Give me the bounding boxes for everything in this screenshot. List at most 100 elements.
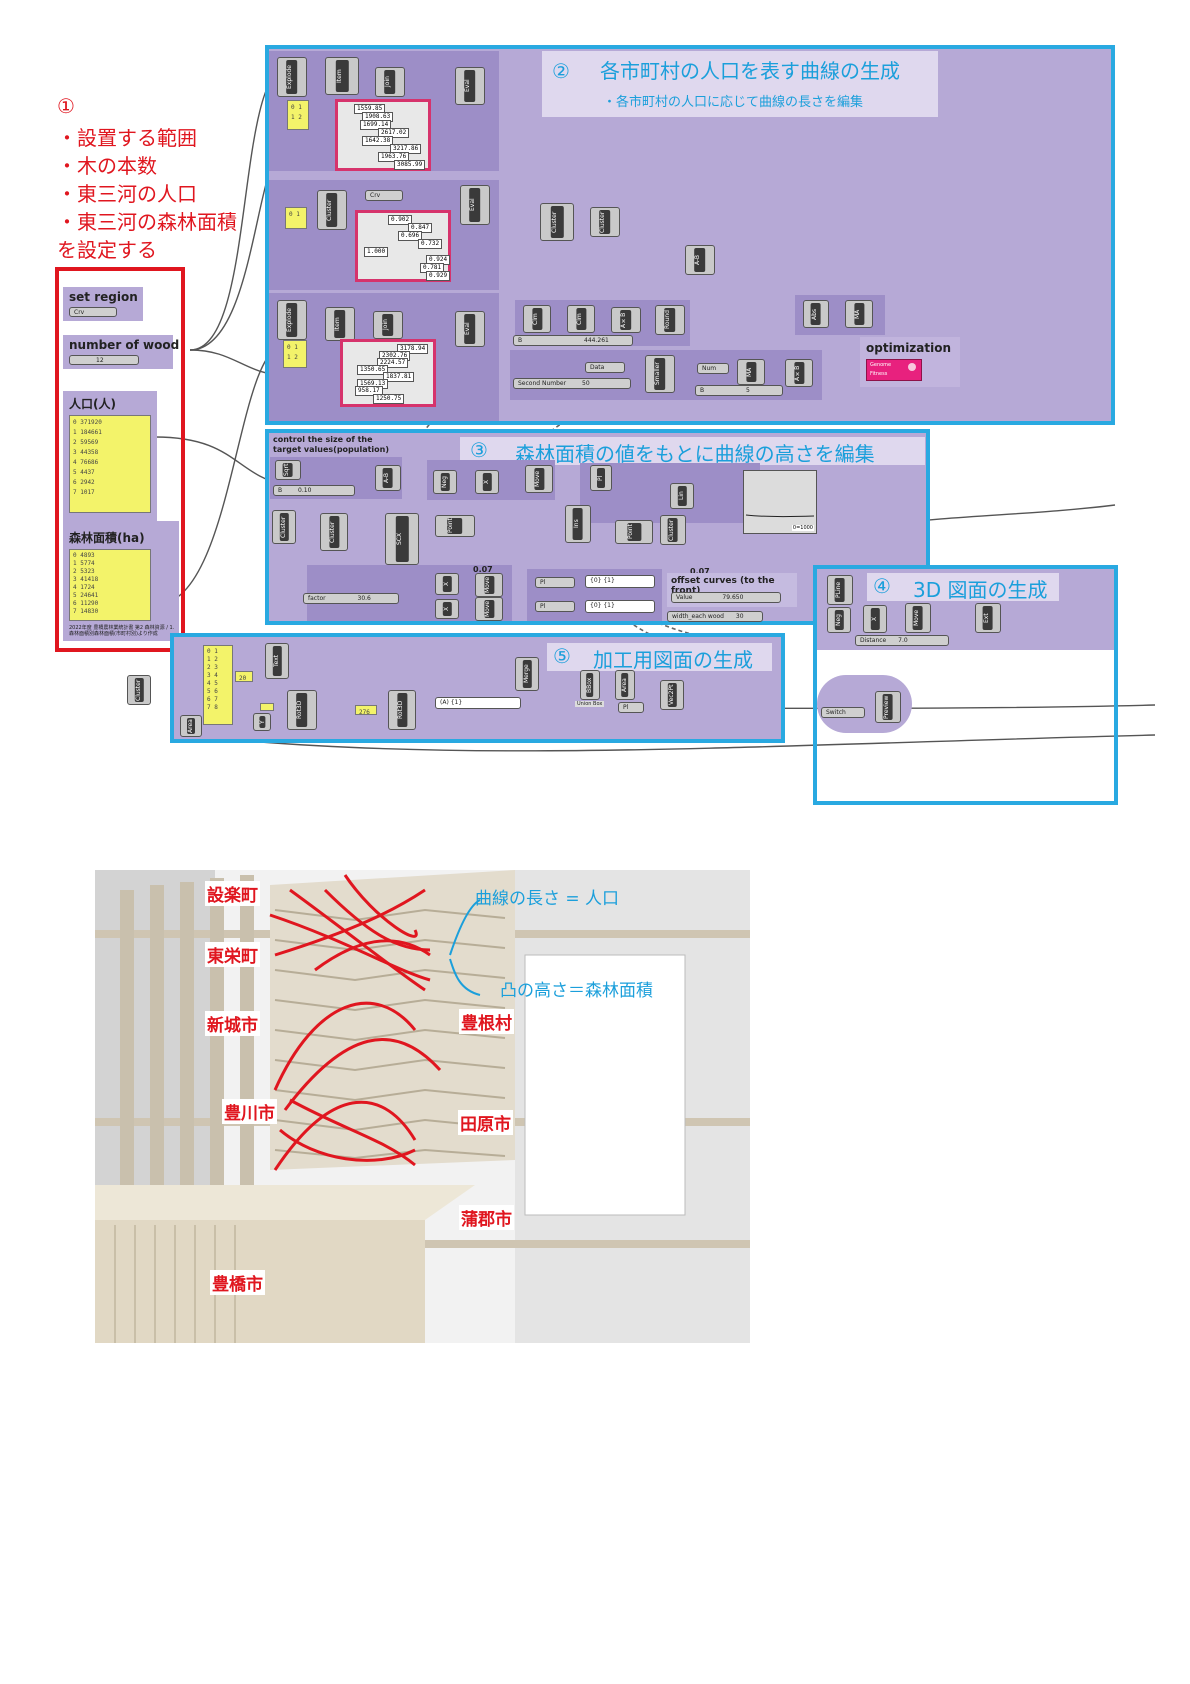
move-component[interactable]: Move [475, 597, 503, 621]
explode-component[interactable]: Explode [277, 57, 307, 97]
move-component[interactable]: Move [905, 603, 931, 633]
factor-slider[interactable]: factor 30.6 [303, 593, 399, 604]
subtract-component[interactable]: A-B [685, 245, 715, 275]
join-component[interactable]: Join [375, 67, 405, 97]
item-component[interactable]: Item [325, 307, 355, 341]
population-label: 人口(人) [69, 397, 116, 411]
factor-list-panel[interactable]: 0.902 0.847 0.696 0.732 1.000 0.924 0.78… [355, 210, 451, 282]
preview-component[interactable]: Preview [875, 691, 901, 723]
offset-value-slider[interactable]: Value 79.650 [671, 592, 781, 603]
multiply-component[interactable]: A×B [611, 307, 641, 333]
forest-value: 6 11290 [73, 600, 99, 607]
point-component[interactable]: Point [615, 520, 653, 544]
scx-component[interactable]: SCX [385, 513, 419, 565]
length-list-panel[interactable]: 1559.85 1908.63 1699.14 2617.02 1642.38 … [335, 99, 431, 171]
y-component[interactable]: Y [253, 713, 271, 731]
plane-component[interactable]: Pl [590, 465, 612, 491]
index-panel[interactable]: 0 1 1 2 2 3 3 4 4 5 5 6 6 7 7 8 [203, 645, 233, 725]
value-panel[interactable]: 20 [235, 671, 253, 682]
set-region-curve-param[interactable]: Crv [69, 307, 117, 317]
num-param[interactable]: Num [697, 363, 729, 374]
b-slider[interactable]: B 444.261 [513, 335, 633, 346]
second-number-value: 50 [582, 380, 590, 387]
point-component[interactable]: Point [435, 515, 475, 537]
width-each-wood-slider[interactable]: width_each wood 30 [667, 611, 763, 622]
sqrt-component[interactable]: Sqrt [275, 460, 301, 480]
city-label: 東栄町 [205, 942, 260, 967]
graph-mapper[interactable]: 0=1000 [743, 470, 817, 534]
forest-panel[interactable]: 0 4893 1 5774 2 5323 3 41418 4 1724 5 24… [69, 549, 151, 621]
crv-param[interactable]: Crv [365, 190, 403, 201]
number-of-wood-slider[interactable]: 12 [69, 355, 139, 365]
round-component[interactable]: Round [655, 305, 685, 335]
preview-group: Switch Preview [817, 675, 912, 733]
multiply-component[interactable]: X [435, 573, 459, 595]
list-cell: 1699.14 [360, 120, 392, 130]
section1-line: を設定する [57, 238, 157, 262]
line-component[interactable]: Lin [670, 483, 694, 509]
text-panel[interactable]: {0} {1} [585, 600, 655, 613]
text-panel[interactable]: {0} {1} [585, 575, 655, 588]
population-panel[interactable]: 0 371920 1 184661 2 59569 3 44358 4 7668… [69, 415, 151, 513]
cluster-component[interactable]: Cluster [127, 675, 151, 705]
index-panel[interactable]: 0 1 [285, 207, 307, 229]
clamp-component[interactable]: Clm [567, 305, 595, 333]
distance-slider[interactable]: Distance 7.0 [855, 635, 949, 646]
b-value-slider[interactable]: B 5 [695, 385, 783, 396]
eval-component[interactable]: Eval [455, 67, 485, 105]
cluster-component[interactable]: Cluster [320, 513, 348, 551]
area-component[interactable]: Area [615, 670, 635, 700]
list-cell: 2224.57 [377, 358, 409, 368]
value-panel[interactable] [260, 703, 274, 711]
text-panel[interactable]: (A) {1} [435, 697, 521, 709]
data-param[interactable]: Data [585, 362, 625, 373]
multiply-component[interactable]: A×B [785, 359, 813, 387]
mass-addition-component[interactable]: MA [845, 300, 873, 328]
absolute-component[interactable]: Abs [803, 300, 829, 328]
value-panel[interactable]: 276 [355, 705, 377, 716]
length-list-panel[interactable]: 3178.94 2302.76 2224.57 1350.65 1837.81 … [340, 339, 436, 407]
plane-param[interactable]: Pl [535, 601, 575, 612]
multiply-component[interactable]: X [435, 599, 459, 619]
vector-component[interactable]: Vec2Pt [660, 680, 684, 710]
section1-frame [55, 267, 185, 652]
area-component[interactable]: Area [180, 715, 202, 737]
subtract-component[interactable]: A-B [375, 465, 401, 491]
rotate3d-component[interactable]: Rot3D [287, 690, 317, 730]
merge-component[interactable]: Merge [515, 657, 539, 691]
cluster-component[interactable]: Cluster [590, 207, 620, 237]
extrude-component[interactable]: Ext [975, 603, 1001, 633]
mass-addition-component[interactable]: MA [737, 359, 765, 385]
explode-component[interactable]: Explode [277, 300, 307, 340]
item-component[interactable]: Item [325, 57, 359, 95]
intersect-component[interactable]: Ins [565, 505, 591, 543]
cluster-component[interactable]: Cluster [272, 510, 296, 544]
list-cell: 1250.75 [373, 394, 405, 404]
b-slider[interactable]: B 0.10 [273, 485, 355, 496]
move-component[interactable]: Move [475, 573, 503, 597]
grasshopper-canvas[interactable]: set region Crv number of wood 12 人口(人) 0… [55, 45, 1165, 810]
clamp-component[interactable]: Clm [523, 305, 551, 333]
move-component[interactable]: Move [525, 465, 553, 493]
text-component[interactable]: Text [265, 643, 289, 679]
bounding-box-component[interactable]: BBox [580, 670, 600, 700]
rotate3d-component[interactable]: Rot3D [388, 690, 416, 730]
negative-component[interactable]: Neg [433, 470, 457, 494]
cluster-component[interactable]: Cluster [317, 190, 347, 230]
smaller-component[interactable]: Smaller [645, 355, 675, 393]
negative-component[interactable]: Neg [827, 607, 851, 633]
multiply-component[interactable]: X [475, 470, 499, 494]
cluster-component[interactable]: Cluster [540, 203, 574, 241]
join-component[interactable]: Join [373, 311, 403, 339]
eval-component[interactable]: Eval [460, 185, 490, 225]
eval-component[interactable]: Eval [455, 311, 485, 347]
multiply-component[interactable]: X [863, 605, 887, 633]
plane-param[interactable]: Pl [618, 702, 644, 713]
polyline-component[interactable]: PLine [827, 575, 853, 605]
cluster-component[interactable]: Cluster [660, 515, 686, 545]
second-number-slider[interactable]: Second Number 50 [513, 378, 631, 389]
plane-param[interactable]: Pl [535, 577, 575, 588]
switch-toggle[interactable]: Switch [821, 707, 865, 718]
